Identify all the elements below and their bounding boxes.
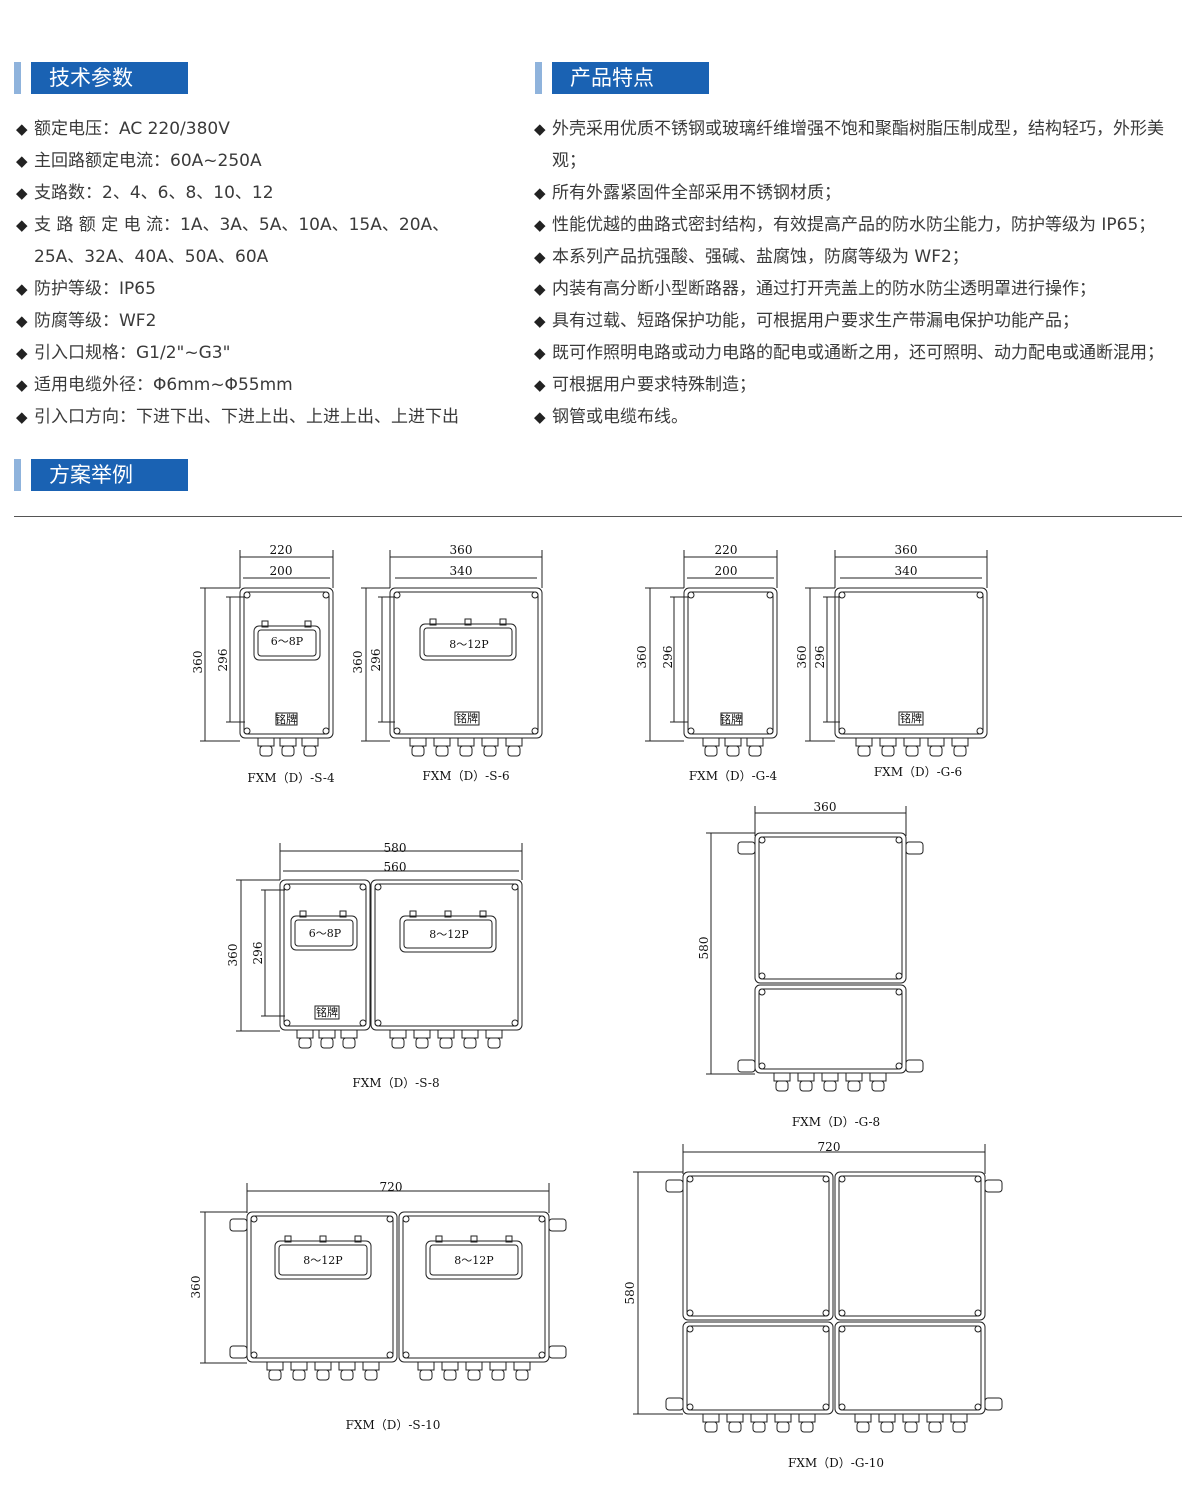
dim-width-outer: 720 — [818, 1140, 841, 1154]
section-header-features: 产品特点 — [535, 62, 709, 94]
drawing-caption: FXM（D）-S-10 — [346, 1418, 441, 1432]
breaker-window-label: 6～8P — [309, 927, 342, 940]
section-header-tech: 技术参数 — [14, 62, 188, 94]
list-item: 既可作照明电路或动力电路的配电或通断之用，还可照明、动力配电或通断混用； — [534, 337, 1184, 369]
header-accent-bar — [14, 459, 21, 491]
cable-glands — [266, 1361, 531, 1381]
list-item: 适用电缆外径：Φ6mm~Φ55mm — [16, 369, 496, 401]
drawing-caption: FXM（D）-G-10 — [788, 1456, 884, 1470]
drawing-caption: FXM（D）-S-4 — [247, 771, 335, 785]
list-item: 具有过载、短路保护功能，可根据用户要求生产带漏电保护功能产品； — [534, 305, 1184, 337]
dim-height-outer: 360 — [635, 646, 649, 669]
breaker-window-label: 8～12P — [449, 638, 489, 651]
list-item: 防护等级：IP65 — [16, 273, 496, 305]
dim-height-inner: 296 — [661, 646, 675, 669]
nameplate-label: 铭牌 — [275, 712, 297, 726]
list-item: 内装有高分断小型断路器，通过打开壳盖上的防水防尘透明罩进行操作； — [534, 273, 1184, 305]
drawing-caption: FXM（D）-G-4 — [689, 769, 778, 783]
dim-width-outer: 360 — [814, 800, 837, 814]
features-list: 外壳采用优质不锈钢或玻璃纤维增强不饱和聚酯树脂压制成型，结构轻巧，外形美观； 所… — [534, 113, 1184, 433]
dim-height-outer: 580 — [623, 1282, 637, 1305]
dim-height-outer: 580 — [697, 937, 711, 960]
list-item: 支 路 额 定 电 流：1A、3A、5A、10A、15A、20A、25A、32A… — [16, 209, 496, 273]
drawing-s6: 360 340 360 296 8～12P 铭牌 FXM（D）-S-6 — [351, 543, 543, 783]
section-title-features: 产品特点 — [552, 62, 709, 94]
dim-height-inner: 296 — [369, 649, 383, 672]
tech-params-list: 额定电压：AC 220/380V 主回路额定电流：60A~250A 支路数：2、… — [16, 113, 496, 433]
dim-width-outer: 220 — [270, 543, 293, 557]
drawing-g8: 360 580 FXM（D）-G-8 — [697, 800, 924, 1129]
list-item: 引入口方向：下进下出、下进上出、上进上出、上进下出 — [16, 401, 496, 433]
list-item: 可根据用户要求特殊制造； — [534, 369, 1184, 401]
cable-glands — [773, 1072, 887, 1092]
section-header-schemes: 方案举例 — [14, 459, 188, 491]
dim-width-inner: 200 — [270, 564, 293, 578]
drawing-s10: 720 360 8～12P 8～12P FXM（D）-S-10 — [189, 1180, 567, 1432]
drawing-caption: FXM（D）-G-8 — [792, 1115, 880, 1129]
dim-width-outer: 580 — [384, 841, 407, 855]
list-item: 支路数：2、4、6、8、10、12 — [16, 177, 496, 209]
dim-height-outer: 360 — [351, 651, 365, 674]
header-accent-bar — [14, 62, 21, 94]
dim-width-outer: 220 — [715, 543, 738, 557]
cable-glands — [702, 737, 764, 757]
dim-width-inner: 200 — [715, 564, 738, 578]
list-item: 钢管或电缆布线。 — [534, 401, 1184, 433]
nameplate-label: 铭牌 — [316, 1005, 338, 1019]
dim-height-inner: 296 — [216, 649, 230, 672]
nameplate-label: 铭牌 — [900, 711, 922, 725]
cable-glands — [257, 737, 319, 757]
cable-glands — [409, 737, 523, 757]
list-item: 外壳采用优质不锈钢或玻璃纤维增强不饱和聚酯树脂压制成型，结构轻巧，外形美观； — [534, 113, 1184, 177]
header-accent-bar — [535, 62, 542, 94]
list-item: 性能优越的曲路式密封结构，有效提高产品的防水防尘能力，防护等级为 IP65； — [534, 209, 1184, 241]
list-item: 引入口规格：G1/2"~G3" — [16, 337, 496, 369]
dim-width-outer: 360 — [450, 543, 473, 557]
section-title-tech: 技术参数 — [31, 62, 188, 94]
list-item: 本系列产品抗强酸、强碱、盐腐蚀，防腐等级为 WF2； — [534, 241, 1184, 273]
drawing-s8: 580 560 360 296 6～8P 8～12P 铭牌 FXM（D）-S-8 — [226, 841, 523, 1090]
dim-height-outer: 360 — [189, 1276, 203, 1299]
list-item: 所有外露紧固件全部采用不锈钢材质； — [534, 177, 1184, 209]
drawing-g10: 720 580 FXM（D）-G-10 — [623, 1140, 1003, 1470]
dim-height-outer: 360 — [226, 944, 240, 967]
dim-height-inner: 296 — [813, 646, 827, 669]
cable-glands — [702, 1413, 968, 1433]
list-item: 防腐等级：WF2 — [16, 305, 496, 337]
drawing-g6: 360 340 360 296 铭牌 FXM（D）-G-6 — [795, 543, 988, 779]
drawing-caption: FXM（D）-G-6 — [874, 765, 962, 779]
dim-width-inner: 340 — [450, 564, 473, 578]
dim-height-outer: 360 — [795, 646, 809, 669]
breaker-window-label: 8～12P — [454, 1254, 494, 1267]
dim-width-inner: 560 — [384, 860, 407, 874]
section-title-schemes: 方案举例 — [31, 459, 188, 491]
cable-glands — [855, 737, 969, 757]
dim-width-outer: 720 — [380, 1180, 403, 1194]
drawing-s4: 220 200 360 296 6～8P 铭牌 FXM（D）-S-4 — [191, 543, 335, 785]
breaker-window-label: 8～12P — [303, 1254, 343, 1267]
drawing-caption: FXM（D）-S-8 — [352, 1076, 439, 1090]
dim-height-outer: 360 — [191, 651, 205, 674]
dim-height-inner: 296 — [251, 942, 265, 965]
cable-glands — [296, 1029, 503, 1049]
list-item: 额定电压：AC 220/380V — [16, 113, 496, 145]
dim-width-outer: 360 — [895, 543, 918, 557]
list-item: 主回路额定电流：60A~250A — [16, 145, 496, 177]
breaker-window-label: 8～12P — [429, 928, 469, 941]
breaker-window-label: 6～8P — [271, 635, 304, 648]
drawing-caption: FXM（D）-S-6 — [422, 769, 509, 783]
nameplate-label: 铭牌 — [720, 712, 742, 726]
nameplate-label: 铭牌 — [456, 711, 478, 725]
section-divider — [14, 516, 1182, 517]
drawing-g4: 220 200 360 296 铭牌 FXM（D）-G-4 — [635, 543, 778, 783]
dim-width-inner: 340 — [895, 564, 918, 578]
